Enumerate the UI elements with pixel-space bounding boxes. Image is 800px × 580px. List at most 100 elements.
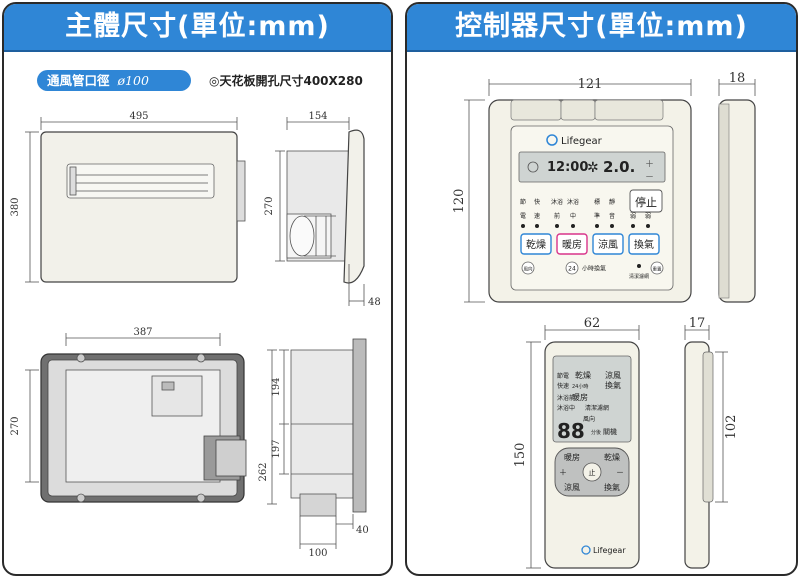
indicator-led [631, 224, 635, 228]
wind-dir-button[interactable] [521, 261, 535, 275]
mode-buttons: 乾燥暖房涼風換氣 [520, 233, 660, 255]
dim-bottom-height: 270 [10, 416, 21, 435]
dim-panel-width: 121 [578, 77, 603, 92]
remote-lcd-label: 關機 [603, 427, 617, 436]
remote-key-heat[interactable]: 暖房 [564, 452, 580, 462]
remote-lcd-label: 乾燥 [575, 370, 591, 380]
indicator-row-1: 節快 沐浴沐浴 標 靜 [520, 198, 615, 206]
indicator-label: 準 [594, 212, 600, 220]
profile-view [267, 338, 367, 549]
dim-profile-c: 262 [258, 462, 269, 481]
remote-lcd-label: 涼風 [605, 370, 621, 380]
indicator-label: 弱 [630, 213, 636, 220]
controller-title: 控制器尺寸(單位:mm) [407, 4, 796, 52]
remote-lcd-label: 分後 [591, 429, 601, 436]
indicator-row-2: 電速前中準音弱弱 [520, 212, 651, 228]
stop-button-label: 停止 [635, 195, 657, 209]
remote-lcd-label: 換氣 [605, 380, 621, 390]
mode-button-label: 暖房 [562, 238, 582, 251]
filter-note: 清潔濾網 [629, 273, 649, 280]
dim-front-width: 495 [129, 111, 148, 122]
dim-profile-b: 197 [271, 439, 282, 458]
mode-button[interactable] [628, 233, 660, 255]
fan-icon: ✲ [587, 160, 599, 176]
remote-key-cool[interactable]: 涼風 [564, 482, 580, 492]
indicator-label-top: 標 [594, 198, 600, 206]
remote-lcd-label: 24小時 [572, 383, 588, 390]
remote-minus-icon[interactable]: － [616, 468, 624, 477]
indicator-label: 中 [570, 212, 576, 220]
controller-panel: 控制器尺寸(單位:mm) Lifegear 12:00 ✲ 2.0. ＋ － 節… [405, 2, 798, 576]
indicator-label-top: 沐浴 [551, 198, 563, 206]
indicator-label-top: 靜 [609, 198, 615, 206]
power-icon [527, 161, 539, 173]
remote-lcd-label: 節電 [557, 372, 569, 380]
plus-icon: ＋ [645, 159, 654, 170]
dim-remote-depth: 17 [689, 316, 706, 331]
indicator-label: 弱 [645, 213, 651, 220]
remote-lcd-label: 沐浴前 [557, 394, 575, 402]
dim-bottom-width: 387 [133, 327, 152, 338]
indicator-label: 音 [609, 212, 615, 220]
front-view [25, 117, 246, 283]
remote-lcd-label: 沐浴中 [557, 404, 575, 412]
indicator-label: 速 [534, 213, 540, 220]
indicator-label: 前 [554, 212, 560, 220]
remote-brand: Lifegear [593, 546, 626, 555]
indicator-led [535, 224, 539, 228]
controller-drawings: Lifegear 12:00 ✲ 2.0. ＋ － 節快沐浴沐浴標靜 電速前中準… [452, 71, 756, 569]
bottom-view [25, 333, 247, 503]
stop-button[interactable] [629, 189, 663, 213]
dim-side-width: 154 [308, 111, 327, 122]
panel-lcd [518, 151, 666, 183]
wind-dir-label: 風向 [524, 266, 533, 273]
indicator-label-top: 沐浴 [567, 198, 579, 206]
reset-button[interactable] [650, 261, 664, 275]
remote-lcd-digits: 88 [557, 419, 585, 443]
dim-front-height: 380 [10, 197, 21, 216]
main-unit-panel: 主體尺寸(單位:mm) 通風管口徑 ø100 ◎天花板開孔尺寸400X280 [2, 2, 393, 576]
mode-button-label: 涼風 [598, 238, 618, 251]
remote-side [684, 341, 714, 569]
mode-button[interactable] [520, 233, 552, 255]
vent-diameter: ø100 [117, 73, 149, 88]
indicator-led [555, 224, 559, 228]
indicator-led [646, 224, 650, 228]
indicator-led [571, 224, 575, 228]
remote-lcd-label: 風向 [583, 415, 595, 423]
main-unit-title: 主體尺寸(單位:mm) [4, 4, 391, 52]
dim-remote-height: 150 [513, 443, 528, 468]
dim-profile-a: 194 [271, 377, 282, 396]
brand-logo-icon [546, 134, 558, 146]
remote-logo-icon [581, 545, 591, 555]
mode-button[interactable] [556, 233, 588, 255]
remote-lcd [552, 355, 632, 443]
panel-lcd-time: 12:00 [547, 160, 588, 175]
mode-button-label: 換氣 [634, 238, 654, 251]
side-view [275, 117, 365, 306]
remote-lcd-label: 暖房 [572, 392, 588, 402]
minus-icon: － [645, 173, 654, 183]
remote-key-dry[interactable]: 乾燥 [604, 452, 620, 462]
dim-remote-side-height: 102 [724, 415, 739, 440]
remote-stop-key[interactable] [582, 462, 602, 482]
panel-brand: Lifegear [561, 136, 603, 147]
mode-button[interactable] [592, 233, 624, 255]
ceiling-opening-note: ◎天花板開孔尺寸400X280 [209, 74, 363, 88]
remote-stop-label: 止 [589, 468, 596, 477]
dim-remote-width: 62 [584, 316, 601, 331]
remote-key-vent[interactable]: 換氣 [604, 482, 620, 492]
indicator-label-top: 快 [534, 198, 540, 206]
main-unit-drawings: 495 380 154 270 48 387 270 194 197 262 1… [10, 111, 381, 559]
timer-button[interactable] [565, 261, 579, 275]
indicator-led [595, 224, 599, 228]
indicator-label-top: 節 [520, 198, 526, 206]
panel-lcd-temp: 2.0. [603, 158, 635, 176]
wall-panel-side [718, 99, 756, 303]
dim-duct-depth: 40 [356, 525, 369, 536]
remote-lcd-label: 清潔濾網 [585, 404, 609, 412]
vent-label: 通風管口徑 [47, 73, 110, 88]
remote-plus-icon[interactable]: ＋ [559, 468, 567, 477]
